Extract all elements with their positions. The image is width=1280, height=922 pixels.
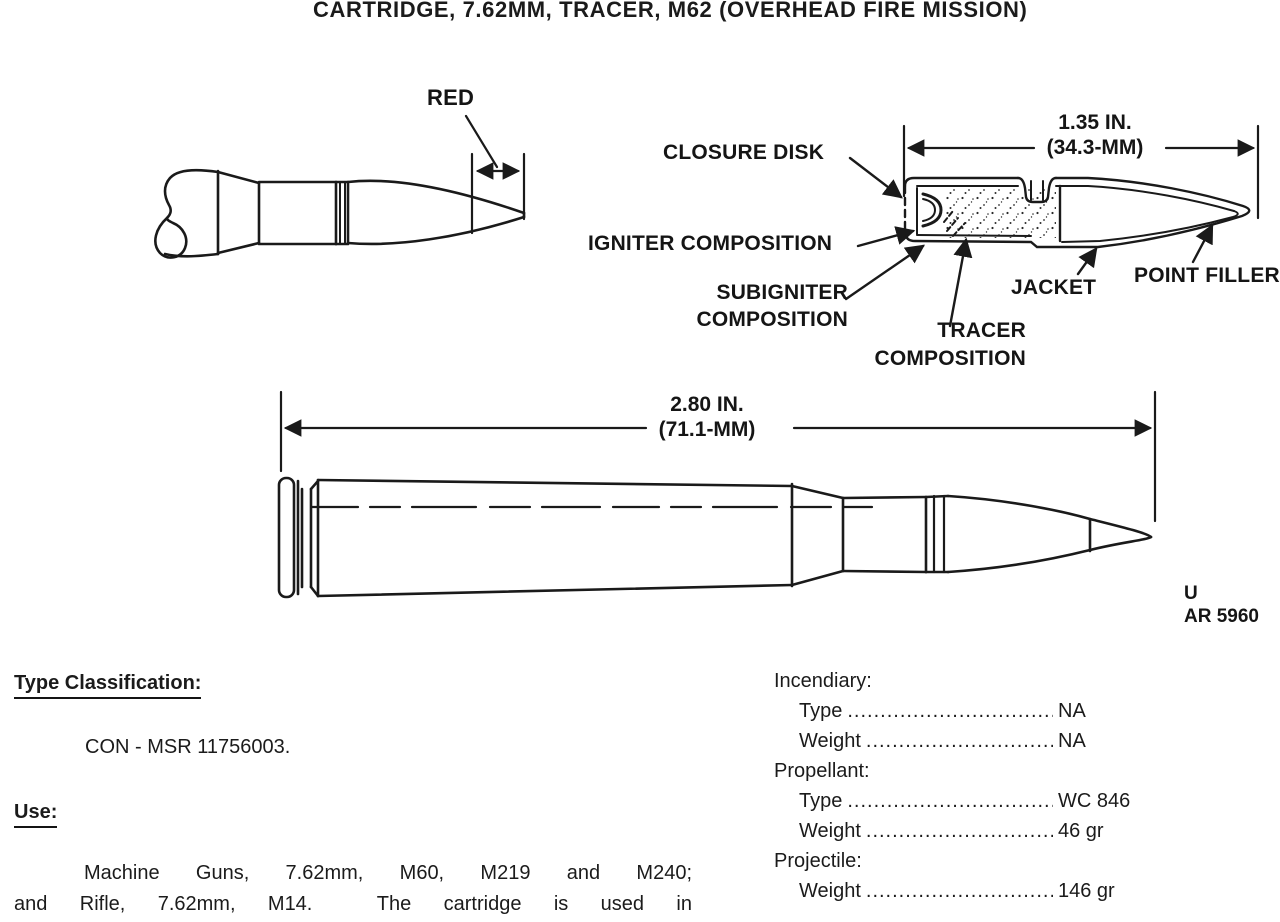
- spec-row: Weight .................................…: [774, 726, 1164, 756]
- red-tip-label: RED: [427, 85, 475, 110]
- closure-disk-label: CLOSURE DISK: [663, 141, 825, 164]
- tracer-composition-label: TRACER COMPOSITION: [874, 319, 1026, 370]
- page-title: CARTRIDGE, 7.62MM, TRACER, M62 (OVERHEAD…: [313, 0, 1028, 22]
- leader-dots: ........................................…: [865, 730, 1053, 752]
- cartridge-length-inches: 2.80 IN.: [670, 393, 744, 416]
- red-tip-dimension: [464, 114, 526, 235]
- bullet-length-mm: (34.3-MM): [1046, 136, 1144, 159]
- spec-list: Incendiary: Type .......................…: [774, 666, 1164, 906]
- type-classification-heading: Type Classification:: [14, 672, 202, 699]
- spec-row: Type ...................................…: [774, 696, 1164, 726]
- leader-dots: ........................................…: [847, 790, 1053, 812]
- type-classification-body: CON - MSR 11756003.: [85, 736, 291, 758]
- leader-dots: ........................................…: [865, 820, 1053, 842]
- spec-group-heading-propellant: Propellant:: [774, 760, 870, 782]
- bullet-length-inches: 1.35 IN.: [1058, 111, 1132, 134]
- cartridge-drawing: [277, 476, 1153, 599]
- leader-dots: ........................................…: [865, 880, 1053, 902]
- use-paragraph-line2: and Rifle, 7.62mm, M14. The cartridge is…: [14, 893, 692, 915]
- cartridge-length-mm: (71.1-MM): [658, 418, 756, 441]
- spec-row: Weight .................................…: [774, 816, 1164, 846]
- use-paragraph: Machine Guns, 7.62mm, M60, M219 and M240…: [14, 858, 692, 920]
- spec-row: Weight .................................…: [774, 876, 1164, 906]
- cartridge-length-dimension-label: 2.80 IN. (71.1-MM): [607, 392, 807, 442]
- spec-row: Type ...................................…: [774, 786, 1164, 816]
- spec-group-heading-projectile: Projectile:: [774, 850, 862, 872]
- use-heading: Use:: [14, 801, 58, 828]
- use-paragraph-line1: Machine Guns, 7.62mm, M60, M219 and M240…: [84, 862, 692, 884]
- spec-group-heading-incendiary: Incendiary:: [774, 670, 872, 692]
- leader-dots: ........................................…: [847, 700, 1053, 722]
- bullet-section-drawing: [844, 156, 1251, 328]
- subigniter-composition-label: SUBIGNITER COMPOSITION: [696, 281, 848, 331]
- bullet-length-dimension-label: 1.35 IN. (34.3-MM): [995, 110, 1195, 160]
- igniter-composition-label: IGNITER COMPOSITION: [588, 232, 833, 255]
- point-filler-label: POINT FILLER: [1134, 264, 1280, 287]
- figure-reference: U AR 5960: [1184, 583, 1259, 627]
- projectile-drawing: [154, 168, 526, 259]
- jacket-label: JACKET: [1011, 276, 1097, 299]
